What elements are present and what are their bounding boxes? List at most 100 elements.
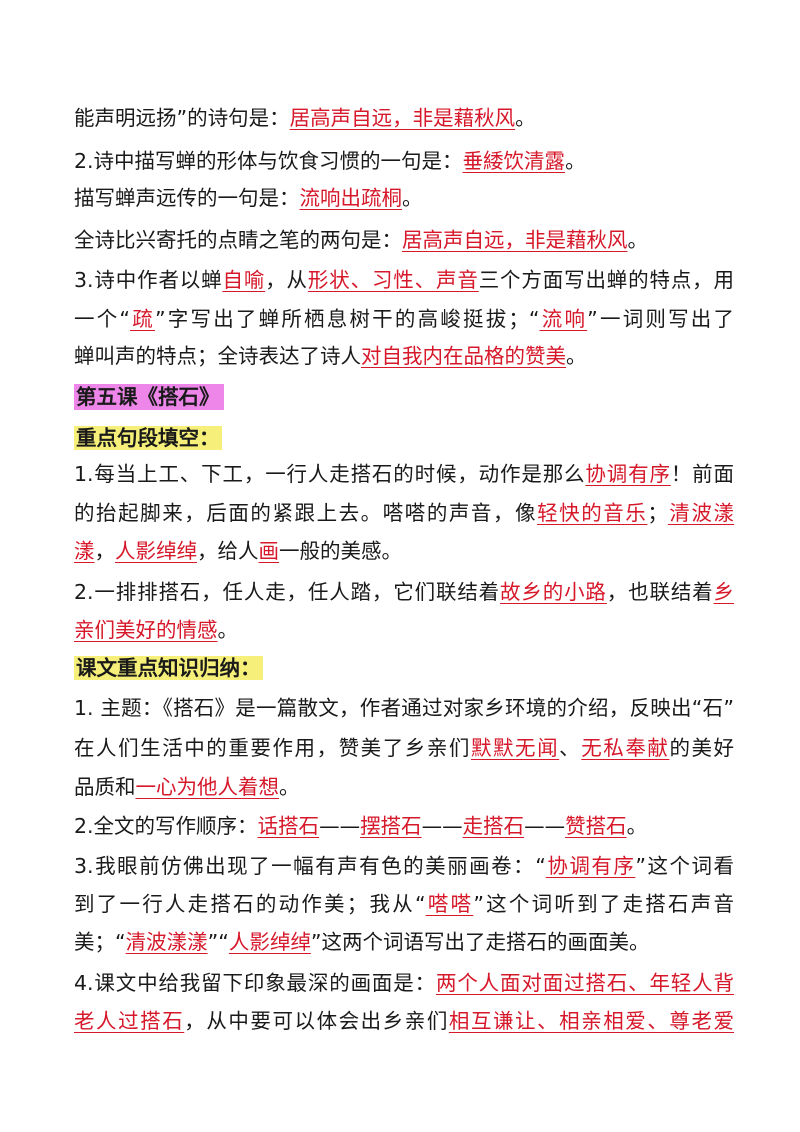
- body-text: 。: [279, 775, 300, 799]
- answer-text: 协调有序: [585, 462, 671, 486]
- body-text: 一般的美感。: [279, 539, 402, 563]
- text-line: 品质和一心为他人着想。: [74, 772, 734, 802]
- answer-text: 轻快的音乐: [537, 501, 648, 525]
- answer-text: 清波漾: [667, 501, 735, 525]
- body-text: 一个“: [74, 307, 131, 331]
- answer-text: 亲们美好的情感: [74, 618, 218, 642]
- body-text: ”“: [207, 930, 229, 954]
- answer-text: 画: [258, 539, 280, 563]
- text-line: 1.每当上工、下工，一行人走搭石的时候，动作是那么协调有序！前面: [74, 459, 734, 489]
- body-text: ——: [319, 814, 361, 838]
- body-text: 2.诗中描写蝉的形体与饮食习惯的一句是：: [74, 149, 463, 173]
- body-text: 。: [566, 344, 587, 368]
- answer-text: 垂緌饮清露: [462, 149, 566, 173]
- body-text: ”这两个词语写出了走搭石的画面美。: [310, 930, 650, 954]
- body-text: 。: [402, 186, 423, 210]
- answer-text: 嗒嗒: [425, 892, 474, 916]
- body-text: ——: [421, 814, 463, 838]
- body-text: 1.每当上工、下工，一行人走搭石的时候，动作是那么: [74, 462, 586, 486]
- text-line: 2.全文的写作顺序：话搭石——摆搭石——走搭石——赞搭石。: [74, 811, 734, 841]
- body-text: 3.诗中作者以蝉: [74, 268, 223, 292]
- body-text: 。: [626, 814, 648, 838]
- answer-text: 故乡的小路: [500, 580, 607, 604]
- body-text: 。: [515, 106, 536, 130]
- section-title: 课文重点知识归纳：: [74, 656, 263, 680]
- body-text: ”一词则写出了: [587, 307, 735, 331]
- text-line: 一个“疏”字写出了蝉所栖息树干的高峻挺拔；“流响”一词则写出了: [74, 304, 734, 334]
- answer-text: 默默无闻: [470, 736, 560, 760]
- body-text: 美；“: [74, 930, 126, 954]
- answer-text: 乡: [713, 580, 735, 604]
- answer-text: 一心为他人着想: [135, 775, 280, 799]
- text-line: 蝉叫声的特点；全诗表达了诗人对自我内在品格的赞美。: [74, 341, 734, 371]
- body-text: 的抬起脚来，后面的紧跟上去。嗒嗒的声音，像: [74, 501, 538, 525]
- text-line: 描写蝉声远传的一句是：流响出疏桐。: [74, 183, 734, 213]
- body-text: 2.全文的写作顺序：: [74, 814, 258, 838]
- body-text: ，从中要可以体会出乡亲们: [184, 1009, 449, 1033]
- text-line: 亲们美好的情感。: [74, 615, 734, 645]
- body-text: ”字写出了蝉所栖息树干的高峻挺拔；“: [154, 307, 540, 331]
- body-text: 在人们生活中的重要作用，赞美了乡亲们: [74, 736, 471, 760]
- answer-text: 居高声自远，非是藉秋风: [402, 228, 628, 252]
- answer-text: 居高声自远，非是藉秋风: [289, 106, 516, 130]
- answer-text: 无私奉献: [581, 736, 670, 760]
- body-text: 4.课文中给我留下印象最深的画面是：: [74, 971, 436, 995]
- answer-text: 形状、习性、声音: [307, 268, 479, 292]
- body-text: 描写蝉声远传的一句是：: [74, 186, 300, 210]
- text-line: 在人们生活中的重要作用，赞美了乡亲们默默无闻、无私奉献的美好: [74, 733, 734, 763]
- body-text: ”这个词听到了走搭石声音: [473, 892, 735, 916]
- answer-text: 自喻: [222, 268, 266, 292]
- answer-text: 对自我内在品格的赞美: [361, 344, 566, 368]
- body-text: 、: [559, 736, 582, 760]
- body-text: 三个方面写出蝉的特点，用: [478, 268, 735, 292]
- body-text: ！前面: [670, 462, 735, 486]
- body-text: ，给人: [197, 539, 259, 563]
- section-heading: 课文重点知识归纳：: [74, 653, 734, 683]
- text-line: 的抬起脚来，后面的紧跟上去。嗒嗒的声音，像轻快的音乐；清波漾: [74, 498, 734, 528]
- text-line: 能声明远扬”的诗句是：居高声自远，非是藉秋风。: [74, 103, 734, 133]
- answer-text: 漾: [74, 539, 95, 563]
- text-line: 3.诗中作者以蝉自喻，从形状、习性、声音三个方面写出蝉的特点，用: [74, 265, 734, 295]
- text-line: 漾，人影绰绰，给人画一般的美感。: [74, 536, 734, 566]
- lesson-heading: 第五课《搭石》: [74, 382, 734, 412]
- body-text: ——: [524, 814, 566, 838]
- answer-text: 摆搭石: [360, 814, 422, 838]
- body-text: 品质和: [74, 775, 136, 799]
- body-text: 2.一排排搭石，任人走，任人踏，它们联结着: [74, 580, 501, 604]
- answer-text: 人影绰绰: [115, 539, 197, 563]
- body-text: ，也联结着: [606, 580, 714, 604]
- body-text: 。: [217, 618, 239, 642]
- answer-text: 人影绰绰: [228, 930, 311, 954]
- answer-text: 疏: [130, 307, 155, 331]
- body-text: ，从: [265, 268, 308, 292]
- text-line: 2.一排排搭石，任人走，任人踏，它们联结着故乡的小路，也联结着乡: [74, 577, 734, 607]
- answer-text: 走搭石: [462, 814, 525, 838]
- text-line: 到了一行人走搭石的动作美；我从“嗒嗒”这个词听到了走搭石声音: [74, 889, 734, 919]
- body-text: 的美好: [669, 736, 735, 760]
- answer-text: 两个人面对面过搭石、年轻人背: [435, 971, 735, 995]
- body-text: 3.我眼前仿佛出现了一幅有声有色的美丽画卷：“: [74, 854, 546, 878]
- body-text: ”这个词看: [635, 854, 734, 878]
- answer-text: 清波漾漾: [125, 930, 208, 954]
- text-line: 1. 主题：《搭石》是一篇散文，作者通过对家乡环境的介绍，反映出“石”: [74, 693, 734, 723]
- body-text: 。: [627, 228, 649, 252]
- text-line: 老人过搭石，从中要可以体会出乡亲们相互谦让、相亲相爱、尊老爱: [74, 1006, 734, 1036]
- answer-text: 协调有序: [545, 854, 636, 878]
- text-line: 4.课文中给我留下印象最深的画面是：两个人面对面过搭石、年轻人背: [74, 968, 734, 998]
- section-heading: 重点句段填空：: [74, 423, 734, 453]
- body-text: 。: [565, 149, 586, 173]
- body-text: ，: [94, 539, 116, 563]
- answer-text: 流响: [539, 307, 588, 331]
- lesson-title: 第五课《搭石》: [74, 384, 224, 410]
- answer-text: 赞搭石: [565, 814, 627, 838]
- body-text: 1. 主题：《搭石》是一篇散文，作者通过对家乡环境的介绍，反映出“石”: [74, 696, 734, 720]
- body-text: 全诗比兴寄托的点睛之笔的两句是：: [74, 228, 402, 252]
- answer-text: 流响出疏桐: [299, 186, 403, 210]
- answer-text: 老人过搭石: [74, 1009, 185, 1033]
- text-line: 3.我眼前仿佛出现了一幅有声有色的美丽画卷：“协调有序”这个词看: [74, 851, 734, 881]
- text-line: 美；“清波漾漾”“人影绰绰”这两个词语写出了走搭石的画面美。: [74, 927, 734, 957]
- answer-text: 相互谦让、相亲相爱、尊老爱: [448, 1009, 735, 1033]
- text-line: 全诗比兴寄托的点睛之笔的两句是：居高声自远，非是藉秋风。: [74, 225, 734, 255]
- answer-text: 话搭石: [257, 814, 320, 838]
